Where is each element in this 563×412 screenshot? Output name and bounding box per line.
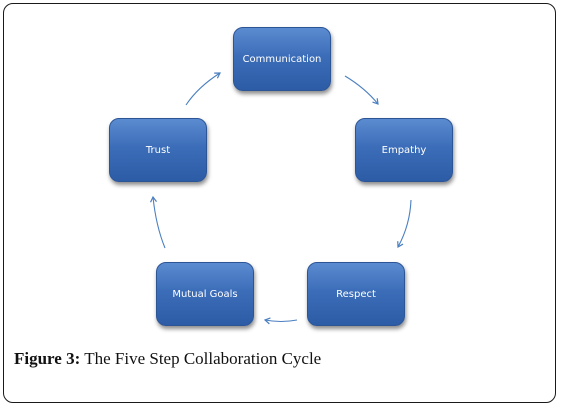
figure-caption-label: Figure 3: (14, 349, 81, 368)
node-mutual-goals-label: Mutual Goals (172, 288, 238, 300)
figure-caption-text: The Five Step Collaboration Cycle (80, 349, 322, 368)
node-empathy-label: Empathy (381, 144, 427, 156)
node-respect-label: Respect (336, 288, 376, 300)
arrow-empathy-to-respect (397, 199, 412, 249)
node-mutual-goals: Mutual Goals (156, 262, 254, 326)
node-trust-label: Trust (145, 144, 171, 156)
arrow-communication-to-empathy (344, 75, 379, 105)
node-communication: Communication (233, 27, 331, 91)
node-communication-label: Communication (242, 53, 322, 65)
node-trust: Trust (109, 118, 207, 182)
arrow-mutual-goals-to-trust (149, 195, 166, 249)
figure-caption: Figure 3: The Five Step Collaboration Cy… (14, 349, 321, 369)
node-empathy: Empathy (355, 118, 453, 182)
arrow-respect-to-mutual-goals (263, 317, 298, 325)
arrow-trust-to-communication (185, 72, 221, 106)
node-respect: Respect (307, 262, 405, 326)
